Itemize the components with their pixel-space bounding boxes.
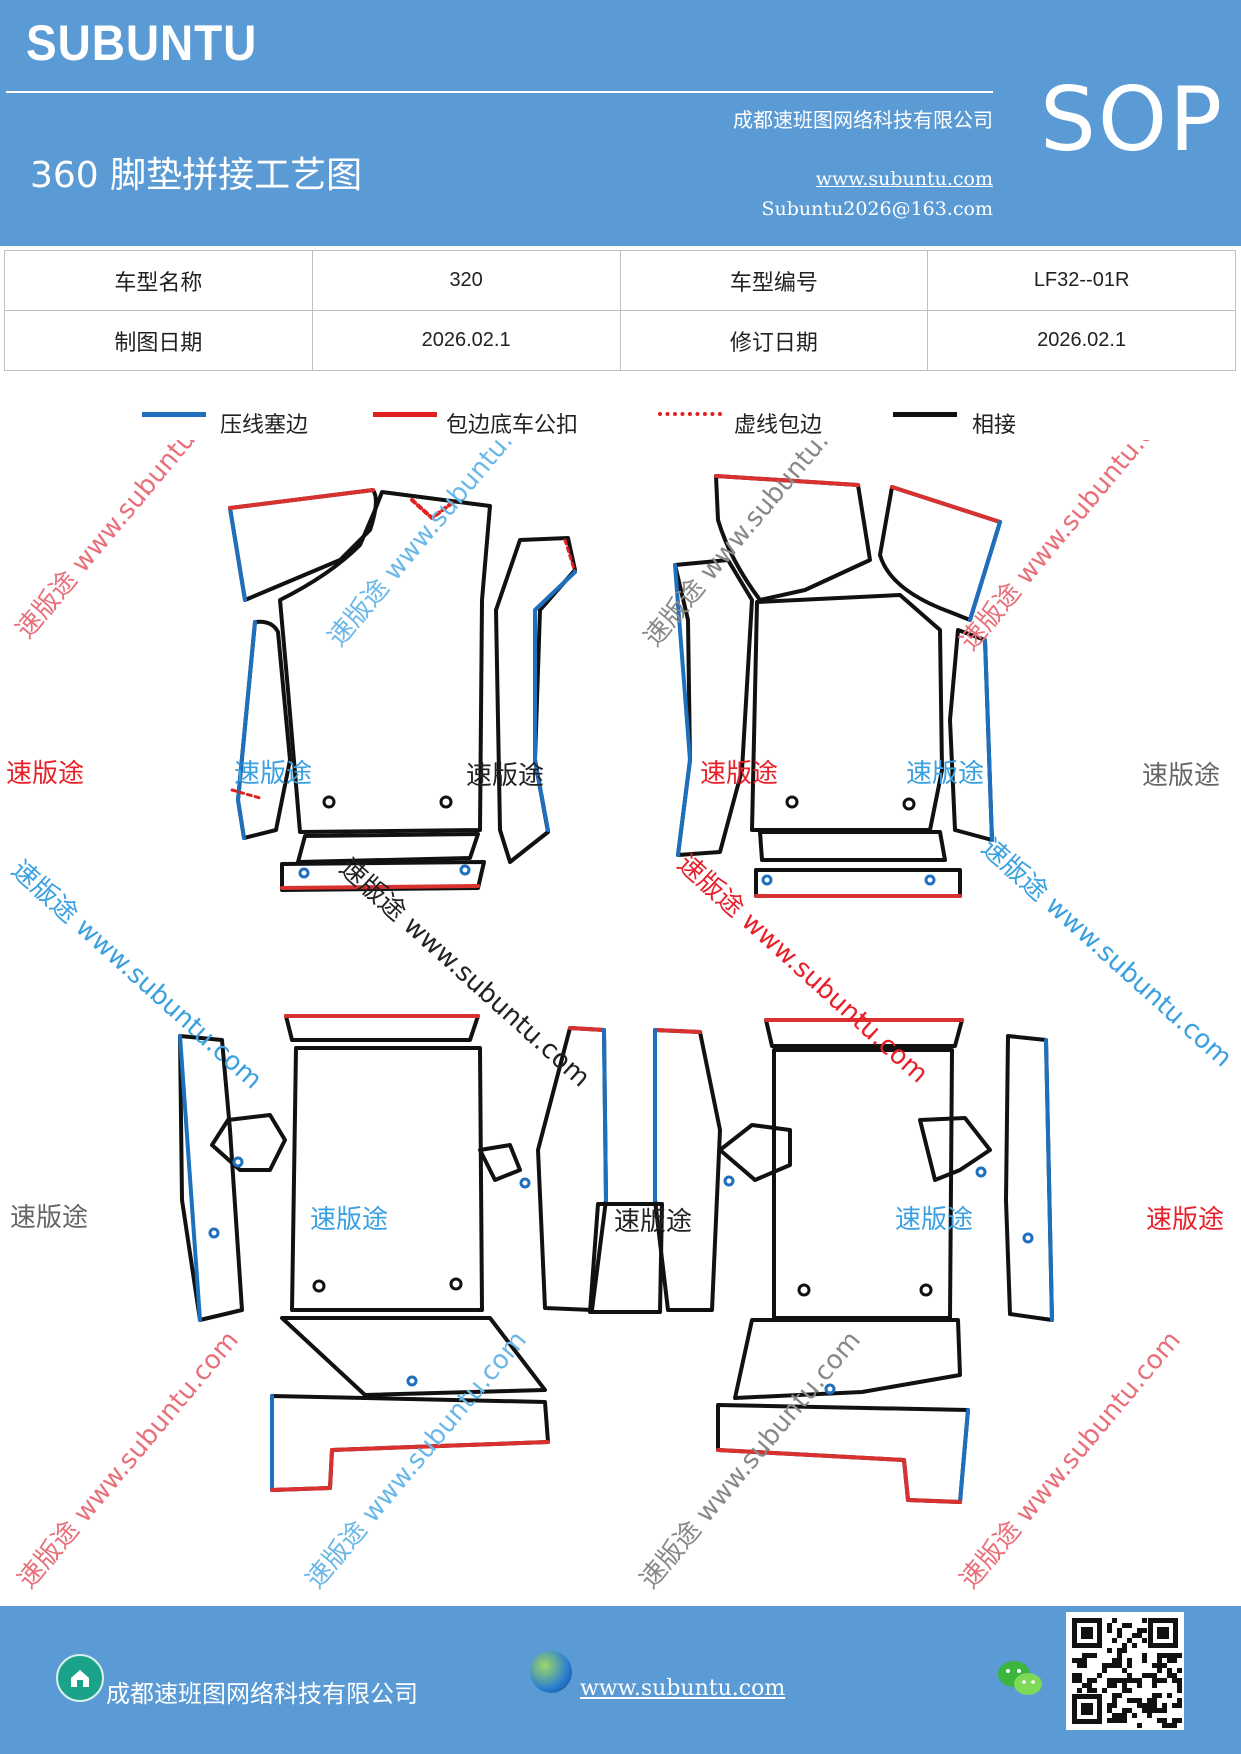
watermark-diagonal: 速版途 www.subuntu.com: [10, 440, 242, 644]
info-table: 车型名称 320 车型编号 LF32--01R 制图日期 2026.02.1 修…: [4, 250, 1236, 371]
model-code-label: 车型编号: [619, 250, 929, 311]
mat-rear-left: [178, 1014, 608, 1492]
mat-rear-right: [716, 1018, 1054, 1504]
sop-badge: SOP: [1040, 68, 1225, 171]
watermark-text: 速版途: [614, 1207, 692, 1237]
model-code-value: LF32--01R: [927, 250, 1236, 311]
email-address[interactable]: Subuntu2026@163.com: [761, 198, 993, 220]
legend-swatch-black: [893, 412, 957, 417]
qr-code[interactable]: [1066, 1612, 1184, 1730]
legend-label: 压线塞边: [220, 413, 309, 438]
watermark-text: 速版途: [1146, 1205, 1224, 1235]
legend-swatch-red: [373, 412, 437, 417]
header-divider: [6, 91, 993, 93]
footer-banner: 成都速班图网络科技有限公司 www.subuntu.com: [0, 1606, 1241, 1754]
table-row: 制图日期 2026.02.1 修订日期 2026.02.1: [4, 310, 1236, 371]
company-name: 成都速班图网络科技有限公司: [733, 108, 993, 132]
home-icon: [56, 1654, 104, 1702]
watermark-diagonal: 速版途 www.subuntu.com: [5, 855, 267, 1095]
watermark-text: 速版途: [234, 759, 312, 789]
globe-icon: [530, 1651, 572, 1693]
legend-label: 相接: [972, 413, 1017, 438]
draw-date-label: 制图日期: [4, 310, 313, 371]
page-title: 360 脚垫拼接工艺图: [30, 155, 363, 196]
header-banner: SUBUNTU 成都速班图网络科技有限公司 360 脚垫拼接工艺图 www.su…: [0, 0, 1241, 246]
revise-date-label: 修订日期: [619, 310, 929, 371]
watermark-text: 速版途: [700, 759, 778, 789]
brand-logo: SUBUNTU: [26, 15, 258, 71]
legend-swatch-dotted: [658, 412, 722, 416]
mat-front-right: [673, 474, 1002, 898]
watermark-diagonal: 速版途 www.subuntu.com: [634, 1326, 866, 1595]
mat-front-left: [228, 488, 577, 892]
revise-date-value: 2026.02.1: [927, 310, 1236, 371]
watermark-text: 速版途: [6, 759, 84, 789]
watermark-diagonal: 速版途 www.subuntu.com: [954, 440, 1186, 656]
watermark-diagonal: 速版途 www.subuntu.com: [954, 1326, 1186, 1595]
model-name-label: 车型名称: [4, 250, 313, 311]
website-link[interactable]: www.subuntu.com: [815, 168, 993, 190]
wechat-icon[interactable]: [996, 1658, 1044, 1700]
watermark-text: 速版途: [906, 759, 984, 789]
legend-label: 包边底车公扣: [446, 413, 579, 438]
watermark-text: 速版途: [1142, 761, 1220, 791]
mat-center-tunnel: [588, 1028, 722, 1314]
watermark-text: 速版途: [10, 1203, 88, 1233]
floor-mat-diagram: 速版途 速版途 速版途 速版途 速版途 速版途 速版途 速版途 速版途 速版途 …: [5, 440, 1237, 1595]
watermark-text: 速版途: [310, 1205, 388, 1235]
table-row: 车型名称 320 车型编号 LF32--01R: [4, 250, 1236, 311]
model-name-value: 320: [311, 250, 621, 311]
footer-website-link[interactable]: www.subuntu.com: [580, 1676, 786, 1701]
draw-date-value: 2026.02.1: [311, 310, 621, 371]
watermark-text: 速版途: [895, 1205, 973, 1235]
legend: 压线塞边 包边底车公扣 虚线包边 相接: [0, 395, 1241, 445]
legend-label: 虚线包边: [734, 413, 823, 438]
watermark-diagonal: 速版途 www.subuntu.com: [671, 849, 933, 1089]
footer-company: 成都速班图网络科技有限公司: [106, 1680, 418, 1708]
watermark-diagonal: 速版途 www.subuntu.com: [12, 1326, 244, 1595]
legend-swatch-blue: [142, 412, 206, 417]
watermark-text: 速版途: [466, 761, 544, 791]
